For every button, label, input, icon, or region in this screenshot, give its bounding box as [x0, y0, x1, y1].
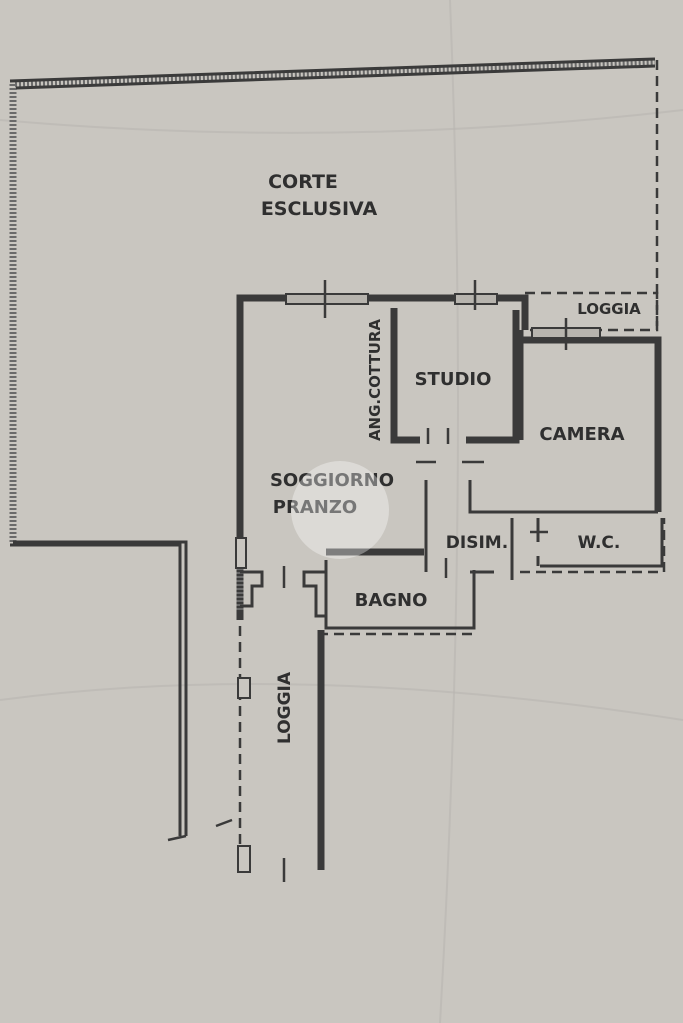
label-wc: W.C.: [578, 533, 621, 553]
label-studio: STUDIO: [415, 369, 492, 390]
label-corte-1: CORTE: [268, 171, 338, 193]
label-corte-2: ESCLUSIVA: [261, 198, 378, 220]
label-soggiorno: SOGGIORNO: [270, 470, 394, 491]
corte-boundary: [9, 57, 659, 836]
label-bagno: BAGNO: [355, 590, 428, 611]
label-pranzo: PRANZO: [273, 497, 357, 518]
label-ang-cottura: ANG.COTTURA: [366, 319, 384, 441]
door-marks: [215, 428, 548, 882]
label-disim: DISIM.: [446, 533, 508, 553]
windows: [285, 280, 601, 350]
label-loggia-top: LOGGIA: [577, 300, 641, 318]
loggia-bottom-walls: [167, 537, 328, 873]
label-loggia-bottom: LOGGIA: [275, 671, 295, 744]
watermark-circle: [291, 461, 389, 559]
label-camera: CAMERA: [539, 424, 624, 445]
room-labels: CORTE ESCLUSIVA LOGGIA ANG.COTTURA STUDI…: [261, 171, 641, 744]
apartment-walls: [236, 291, 666, 636]
